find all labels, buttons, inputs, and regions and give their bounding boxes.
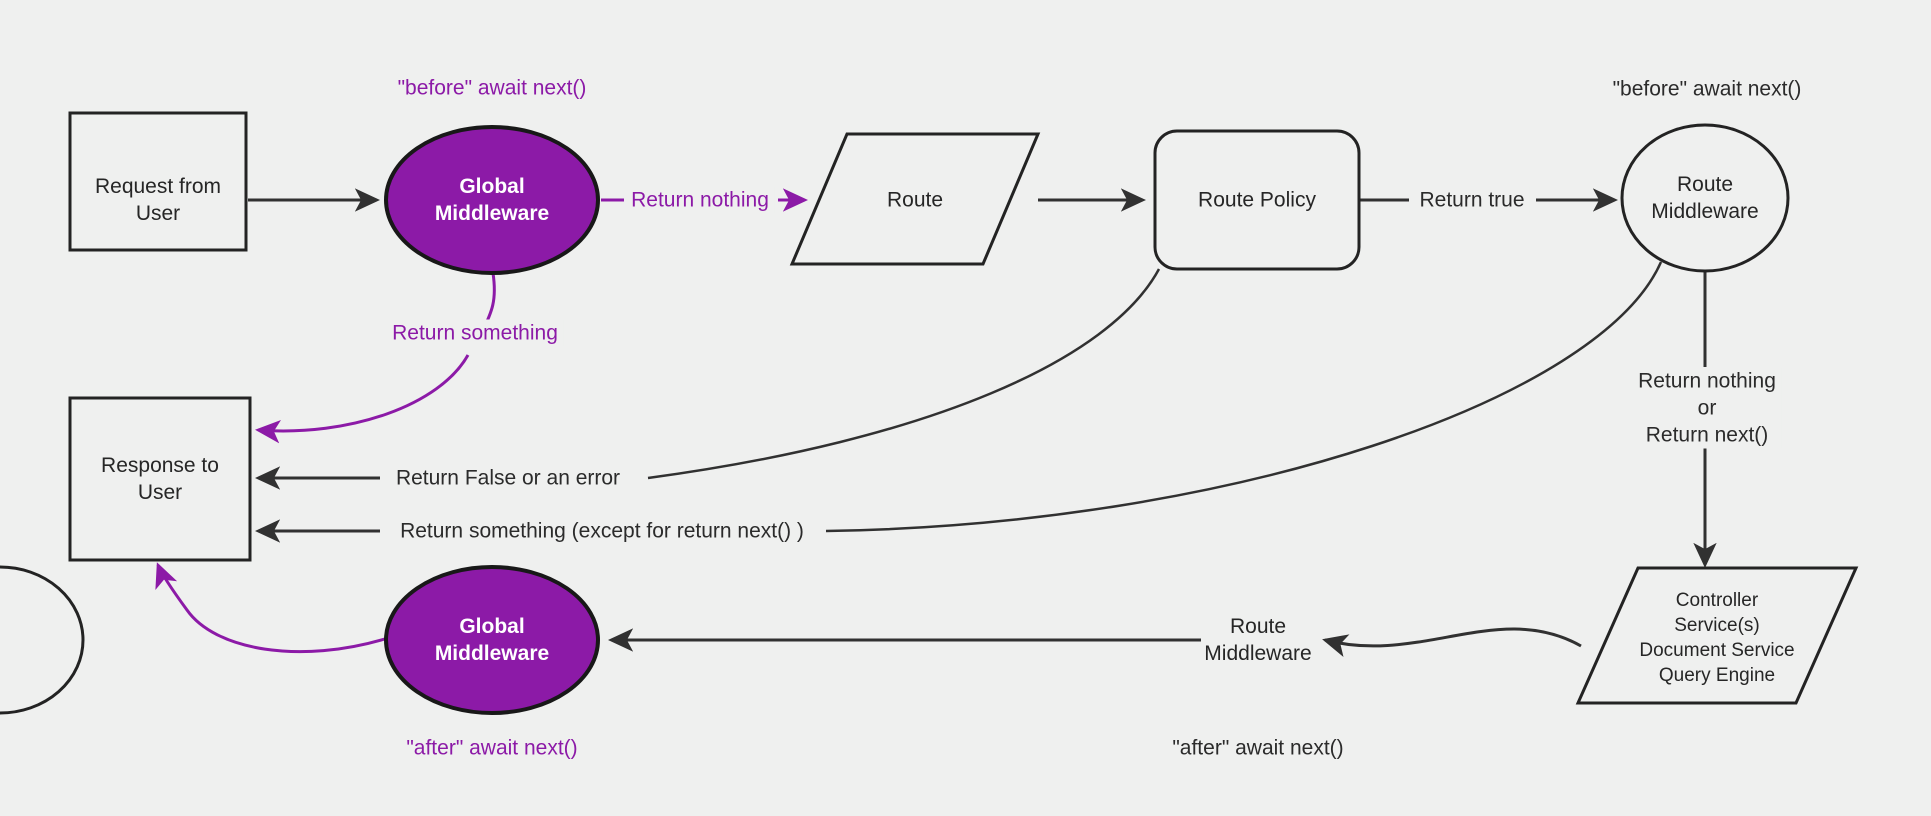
edge-controller-to-route-mw-after xyxy=(1322,627,1582,657)
node-request-from-user[interactable] xyxy=(68,111,248,252)
edge-global-to-response xyxy=(480,272,496,333)
node-global-middleware-after[interactable] xyxy=(384,565,600,715)
edge-policy-to-response-curve xyxy=(647,268,1161,480)
node-route[interactable] xyxy=(789,132,1041,266)
node-controller-services[interactable] xyxy=(1575,566,1859,705)
edge-global-to-response-tail xyxy=(255,354,470,444)
node-global-middleware-before[interactable] xyxy=(384,125,600,275)
node-route-policy[interactable] xyxy=(1153,129,1361,271)
edge-route-mw-to-response-curve xyxy=(825,261,1663,533)
node-response-to-user[interactable] xyxy=(68,396,252,562)
node-route-middleware-after[interactable] xyxy=(0,565,85,715)
edge-global-after-to-response xyxy=(155,562,389,654)
node-route-middleware-before[interactable] xyxy=(1620,123,1790,273)
